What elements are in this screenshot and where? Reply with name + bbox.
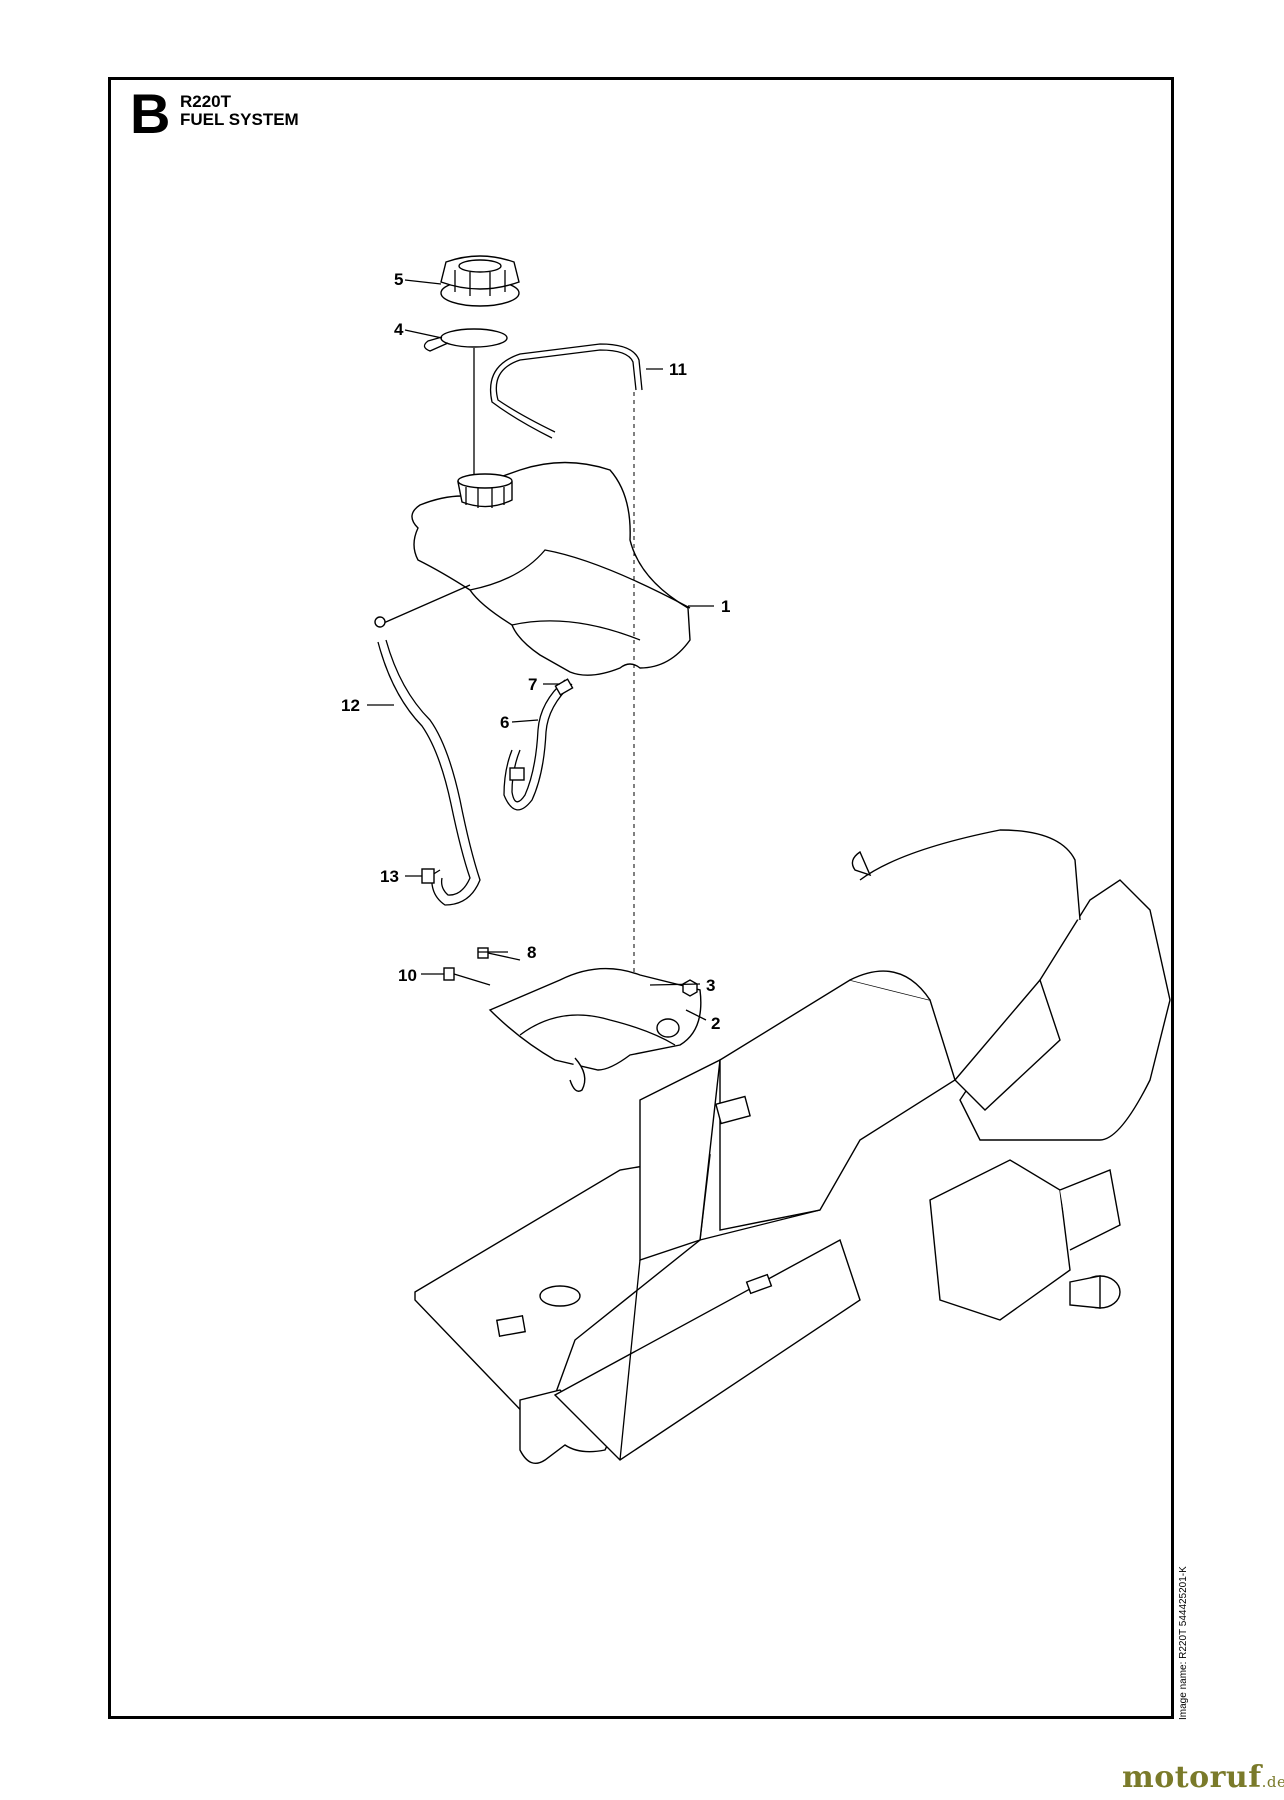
callout-4: 4 bbox=[394, 320, 404, 339]
diagram-header: R220T FUEL SYSTEM bbox=[180, 93, 299, 129]
bolt-10 bbox=[443, 967, 491, 986]
callout-3: 3 bbox=[706, 976, 715, 995]
callout-1: 1 bbox=[721, 597, 730, 616]
bolt-8 bbox=[477, 947, 521, 961]
fuel-hose bbox=[503, 678, 574, 811]
diagram-title: FUEL SYSTEM bbox=[180, 109, 299, 129]
fuel-tank bbox=[411, 461, 691, 676]
tank-bracket bbox=[488, 967, 702, 1092]
callout-13: 13 bbox=[380, 867, 399, 886]
section-letter: B bbox=[130, 82, 171, 145]
vent-tube-outline bbox=[489, 343, 643, 439]
watermark-name: motoruf bbox=[1122, 1760, 1262, 1795]
callout-8: 8 bbox=[527, 943, 536, 962]
chassis-frame bbox=[414, 829, 1171, 1464]
diagram-frame bbox=[108, 77, 1174, 1719]
callout-10: 10 bbox=[398, 966, 417, 985]
watermark: motoruf.de bbox=[1122, 1760, 1284, 1795]
watermark-tld: .de bbox=[1261, 1773, 1284, 1791]
callout-6: 6 bbox=[500, 713, 509, 732]
fuel-cap bbox=[440, 255, 520, 307]
vent-tube bbox=[495, 349, 637, 433]
callout-12: 12 bbox=[341, 696, 360, 715]
callout-2: 2 bbox=[711, 1014, 720, 1033]
callout-11: 11 bbox=[669, 360, 687, 379]
image-name-label: Image name: R220T 544425201-K bbox=[1178, 1566, 1189, 1720]
nut-3 bbox=[682, 979, 698, 997]
return-hose bbox=[374, 584, 481, 906]
filler-neck-gasket bbox=[423, 328, 508, 352]
callout-leaders bbox=[367, 279, 714, 1021]
callout-5: 5 bbox=[394, 270, 403, 289]
model-name: R220T bbox=[180, 92, 232, 111]
callout-7: 7 bbox=[528, 675, 537, 694]
